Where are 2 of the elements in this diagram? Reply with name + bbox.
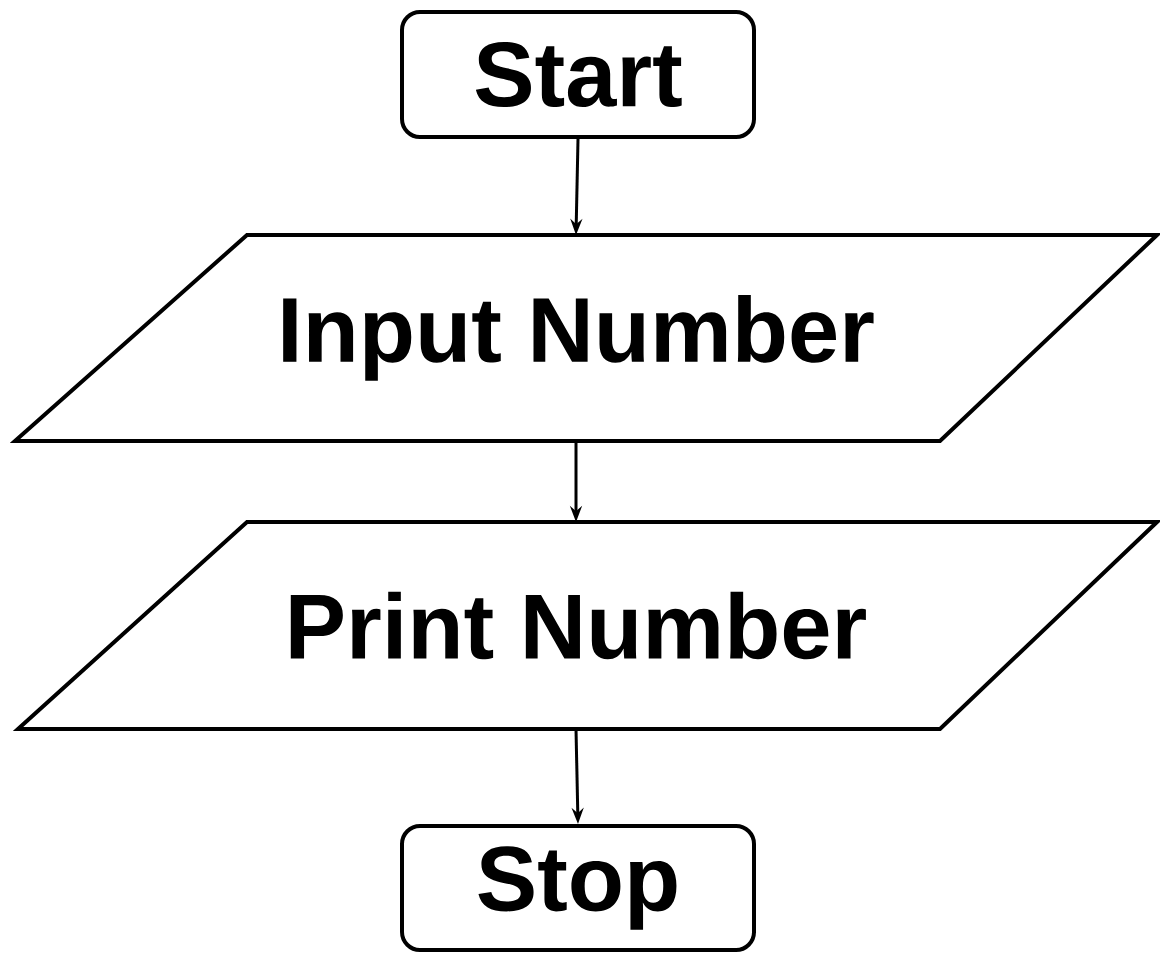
- terminal-box: Stop: [400, 824, 756, 952]
- terminal-box: Start: [400, 10, 756, 139]
